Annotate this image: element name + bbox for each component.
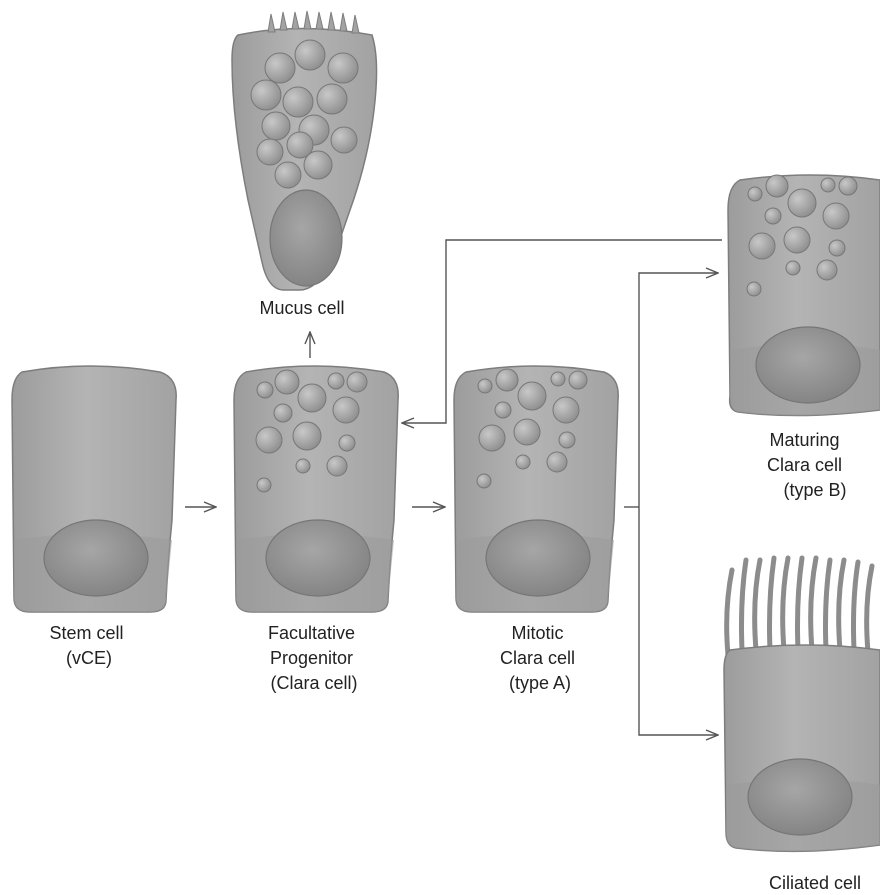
arrow-mitotic-to-maturing xyxy=(639,273,718,507)
ciliated-cell-label: Ciliated cell xyxy=(769,873,861,893)
maturing-clara-cell xyxy=(728,175,880,416)
stem-cell-label: Stem cell (vCE) xyxy=(49,623,128,668)
stem-cell xyxy=(12,366,176,612)
ciliated-cell xyxy=(724,558,880,851)
mitotic-clara-label: Mitotic Clara cell (type A) xyxy=(500,623,580,693)
cilia xyxy=(727,558,872,655)
maturing-clara-label: Maturing Clara cell (type B) xyxy=(767,430,847,500)
stem-nucleus xyxy=(44,520,148,596)
facultative-progenitor-label: Facultative Progenitor (Clara cell) xyxy=(268,623,360,693)
mucus-cell-label: Mucus cell xyxy=(259,298,344,318)
mitotic-clara-cell xyxy=(454,366,618,612)
facultative-progenitor-cell xyxy=(234,366,398,612)
mucus-cell xyxy=(232,11,377,290)
arrow-mitotic-to-ciliated xyxy=(639,507,718,735)
